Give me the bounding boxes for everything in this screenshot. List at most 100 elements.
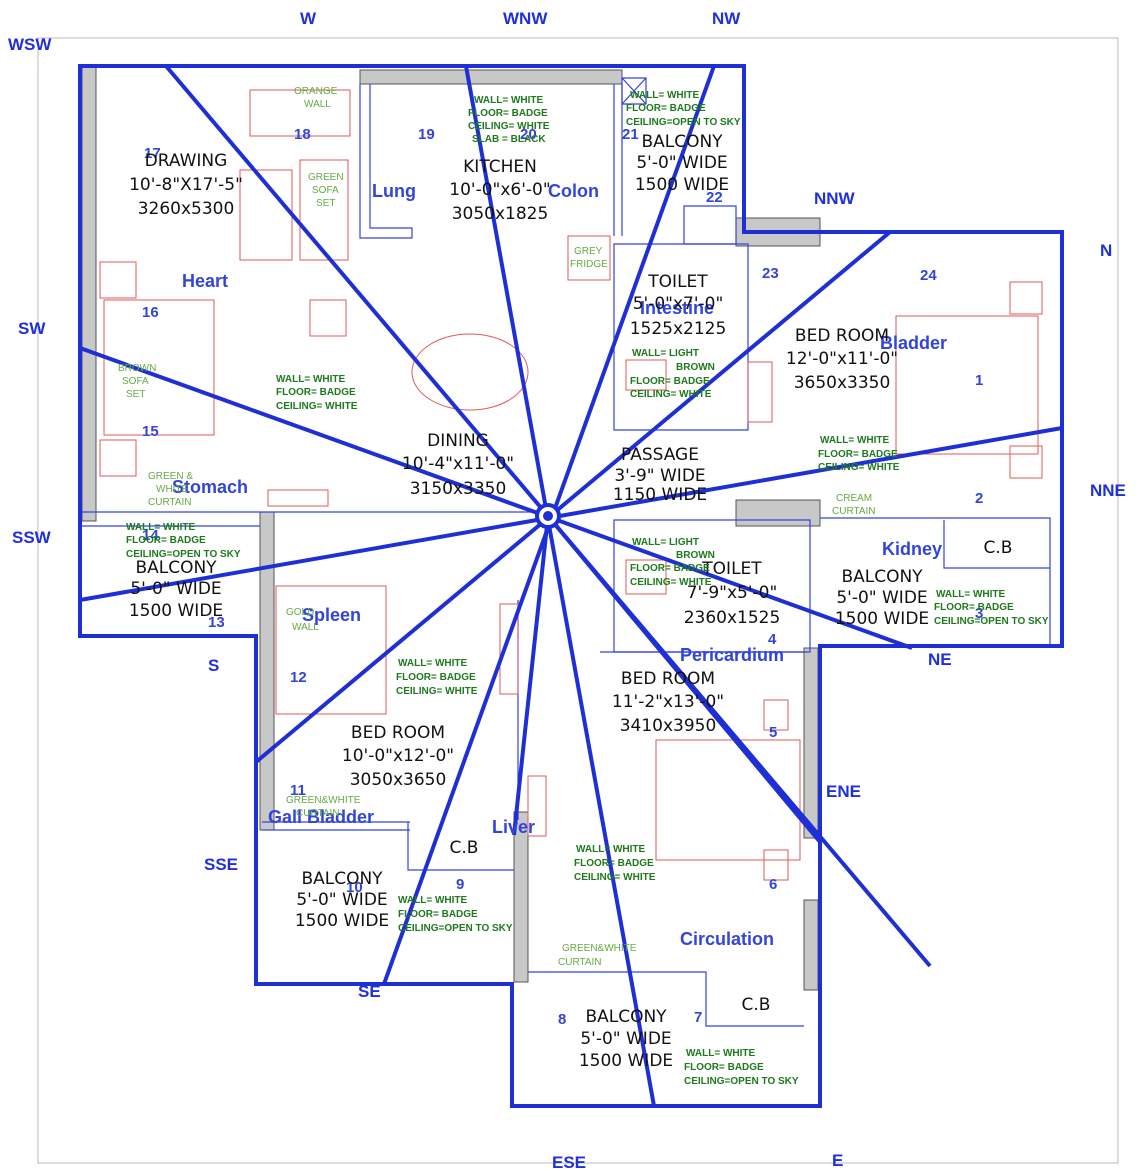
bed-s (275, 585, 387, 715)
note-balcony-nw-3: CEILING=OPEN TO SKY (626, 117, 741, 128)
note-balcony-se-3: CEILING=OPEN TO SKY (684, 1076, 799, 1087)
room-bedroom-s-name: BED ROOM (351, 723, 445, 743)
room-kitchen-name: KITCHEN (463, 157, 537, 177)
room-toilet1-name: TOILET (647, 272, 708, 292)
room-balcony-e-mm: 1500 WIDE (835, 609, 929, 629)
wall-toilet2-top (735, 499, 821, 527)
organ-stomach: Stomach (172, 477, 248, 497)
spoke-4 (254, 230, 892, 764)
cb-se: C.B (742, 995, 771, 1015)
wall-west (81, 65, 97, 522)
room-bedroom-ne-mm: 3650x3350 (794, 373, 891, 393)
label-orange-wall-2: WALL (304, 99, 331, 110)
dining-south-wall (82, 511, 560, 527)
room-dining-name: DINING (427, 431, 489, 451)
stool-2 (99, 439, 137, 477)
wardrobe-se (527, 775, 547, 837)
zone-12: 12 (290, 669, 307, 686)
zone-21: 21 (622, 126, 639, 143)
wall-balcony-se-west (513, 811, 529, 983)
brahmasthan-dot (543, 511, 553, 521)
note-bedroom-se-3: CEILING= WHITE (574, 872, 656, 883)
cb-ne-outline (943, 520, 1050, 569)
note-toilet2-1: WALL= LIGHT (632, 537, 699, 548)
label-grey-fridge-2: FRIDGE (570, 259, 608, 270)
note-balcony-e-1: WALL= WHITE (936, 589, 1005, 600)
room-bedroom-se-size: 11'-2"x13'-0" (612, 692, 724, 712)
room-dining-mm: 3150x3350 (410, 479, 507, 499)
spoke-6 (79, 346, 913, 650)
label-green-sofa-1: GREEN (308, 172, 344, 183)
console (267, 489, 329, 507)
room-dining-size: 10'-4"x11'-0" (402, 454, 514, 474)
finish-notes: WALL= WHITE FLOOR= BADGE CEILING= WHITE … (126, 90, 1049, 1087)
balcony-s-top (262, 821, 410, 831)
spoke-2 (464, 65, 656, 1107)
wall-kitchen-top (359, 69, 623, 85)
room-drawing-name: DRAWING (145, 151, 228, 171)
zone-13: 13 (208, 614, 225, 631)
room-balcony-sw-mm: 1500 WIDE (129, 601, 223, 621)
label-cream-curtain-1: CREAM (836, 493, 872, 504)
cb-ne: C.B (984, 538, 1013, 558)
note-bedroom-s-3: CEILING= WHITE (396, 686, 478, 697)
organ-colon: Colon (548, 181, 599, 201)
side-table-1 (1009, 281, 1043, 315)
note-kitchen-3: CEILING= WHITE (468, 121, 550, 132)
zone-23: 23 (762, 265, 779, 282)
zone-1: 1 (975, 372, 983, 389)
label-gw-se-2: CURTAIN (558, 957, 602, 968)
note-kitchen-2: FLOOR= BADGE (468, 108, 548, 119)
wardrobe-ne (747, 361, 773, 423)
note-balcony-e-2: FLOOR= BADGE (934, 602, 1014, 613)
note-bedroom-s-1: WALL= WHITE (398, 658, 467, 669)
note-bedroom-s-2: FLOOR= BADGE (396, 672, 476, 683)
note-toilet2-2: BROWN (676, 550, 715, 561)
zone-9: 9 (456, 876, 464, 893)
room-balcony-se-size: 5'-0" WIDE (580, 1029, 671, 1049)
note-balcony-se-1: WALL= WHITE (686, 1048, 755, 1059)
organ-kidney: Kidney (882, 539, 942, 559)
zone-19: 19 (418, 126, 435, 143)
room-balcony-e-name: BALCONY (841, 567, 923, 587)
cb-s: C.B (450, 838, 479, 858)
room-bedroom-s-mm: 3050x3650 (350, 770, 447, 790)
organ-labels: Lung Colon Heart Intestine Bladder Stoma… (172, 181, 947, 949)
room-toilet2-name: TOILET (701, 559, 762, 579)
note-toilet1-3: FLOOR= BADGE (630, 376, 710, 387)
dir-e: E (832, 1151, 843, 1170)
furniture (99, 89, 1043, 881)
note-bedroom-se-1: WALL= WHITE (576, 844, 645, 855)
zone-10: 10 (346, 879, 363, 896)
label-green-sofa-3: SET (316, 198, 335, 209)
room-balcony-sw-name: BALCONY (135, 558, 217, 578)
zone-7: 7 (694, 1009, 702, 1026)
room-balcony-se-name: BALCONY (585, 1007, 667, 1027)
bed-se (655, 739, 801, 861)
stool-1 (99, 261, 137, 299)
note-toilet2-4: CEILING= WHITE (630, 577, 712, 588)
dir-nw: NW (712, 9, 741, 28)
organ-gall-bladder: Gall Bladder (268, 807, 374, 827)
vastu-spokes (79, 64, 1063, 1107)
balcony-se-top (528, 971, 804, 1027)
side-table-3 (763, 699, 789, 731)
dir-ne: NE (928, 650, 952, 669)
room-balcony-se-mm: 1500 WIDE (579, 1051, 673, 1071)
dir-wsw: WSW (8, 35, 52, 54)
label-brown-sofa-3: SET (126, 389, 145, 400)
side-table-2 (1009, 445, 1043, 479)
zone-4: 4 (768, 631, 777, 648)
zone-6: 6 (769, 876, 777, 893)
room-passage-mm: 1150 WIDE (613, 485, 707, 505)
dir-nnw: NNW (814, 189, 856, 208)
note-kitchen-1: WALL= WHITE (474, 95, 543, 106)
room-balcony-s-mm: 1500 WIDE (295, 911, 389, 931)
zone-3: 3 (975, 605, 983, 622)
organ-bladder: Bladder (880, 333, 947, 353)
furniture-table (249, 89, 351, 137)
zone-22: 22 (706, 189, 723, 206)
label-brown-sofa-2: SOFA (122, 376, 149, 387)
kitchen-wall (359, 84, 413, 239)
